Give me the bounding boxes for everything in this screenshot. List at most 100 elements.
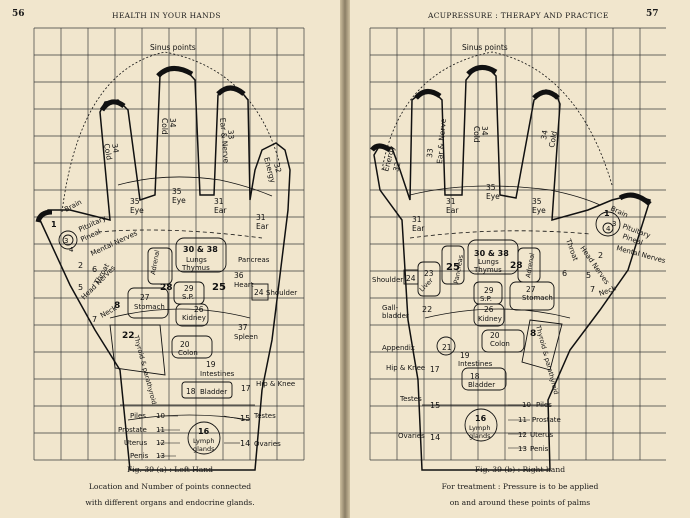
thyroid-label: Thyroid & parathyroid xyxy=(534,323,560,395)
shoulder-label: Shoulder xyxy=(372,276,403,284)
n5-label: 5 xyxy=(78,283,83,292)
n1-label: 1 xyxy=(604,209,610,218)
n4-label: 4 xyxy=(606,225,611,233)
n19-label: 19 xyxy=(206,360,216,369)
n15-label: 15 xyxy=(240,414,250,423)
ear-nerve-label: Ear & Nerve xyxy=(218,117,231,163)
prostate-label: Prostate xyxy=(532,416,561,424)
sinus-label: Sinus points xyxy=(462,43,508,52)
gallbladder-label: bladder xyxy=(382,312,409,320)
n24-label: 24 xyxy=(254,288,264,297)
sinus-label: Sinus points xyxy=(150,43,196,52)
penis-label: Penis xyxy=(530,445,549,453)
n25-label: 25 xyxy=(212,282,226,293)
n26-label: 26 xyxy=(194,305,204,314)
eye-b-label: Eye xyxy=(532,206,546,215)
n3-label: 3 xyxy=(612,220,616,228)
glands-label: glands xyxy=(469,432,491,440)
n17-label: 17 xyxy=(241,384,251,393)
cold-mid-label: Cold xyxy=(160,118,169,135)
n8-label: 8 xyxy=(530,329,536,339)
eye-a-label: Eye xyxy=(486,192,500,201)
n31a-label: 31 xyxy=(214,197,224,206)
uterus-label: Uterus xyxy=(530,431,553,439)
spleen-label: Spleen xyxy=(234,333,258,341)
n35a-label: 35 xyxy=(486,183,496,192)
piles-label: Piles xyxy=(130,412,146,420)
intestines-label: Intestines xyxy=(458,360,493,368)
n22-label: 22 xyxy=(422,305,432,314)
bladder-label: Bladder xyxy=(468,381,495,389)
right-page-number: 57 xyxy=(646,9,659,19)
pancreas-label: Pancreas xyxy=(452,254,465,285)
lungs-num-label: 30 & 38 xyxy=(183,245,218,254)
n15-label: 15 xyxy=(430,401,440,410)
n32-label: 32 xyxy=(391,161,402,173)
n34-b-label: 34 xyxy=(539,129,550,140)
right-page: ACUPRESSURE : THERAPY AND PRACTICE 57 xyxy=(350,0,690,518)
n16-label: 16 xyxy=(198,427,210,436)
n6-label: 6 xyxy=(562,269,567,278)
thyroid-label: Thyroid & parathyroid xyxy=(132,333,158,405)
n3-label: 3 xyxy=(64,237,68,245)
stomach-label: Stomach xyxy=(522,294,553,302)
n31b-label: 31 xyxy=(446,197,456,206)
energy-label: Energy xyxy=(262,156,278,184)
liver-label: Liver xyxy=(418,276,435,293)
right-caption-line1: For treatment : Pressure is to be applie… xyxy=(441,482,599,491)
eye-b-label: Eye xyxy=(172,196,186,205)
cold-a-label: Cold xyxy=(472,126,481,143)
left-caption-line1: Location and Number of points connected xyxy=(88,482,252,491)
n24-label: 24 xyxy=(406,274,416,283)
glands-label: glands xyxy=(193,445,215,453)
n21-label: 21 xyxy=(442,343,452,352)
left-hand-diagram: Sinus points Brain Pituitary Pineal Ment… xyxy=(33,27,305,471)
head-nerves-label: Head Nerves xyxy=(80,264,118,302)
n2-label: 2 xyxy=(598,251,603,260)
hip-knee-label: Hip & Knee xyxy=(256,380,295,388)
n14-label: 14 xyxy=(430,433,440,442)
cold-left-label: Cold xyxy=(102,143,114,161)
n37-label: 37 xyxy=(238,323,248,332)
adrenal-label: Adrenal xyxy=(149,249,161,275)
n28-label: 28 xyxy=(160,283,173,293)
n13-label: 13 xyxy=(518,445,527,453)
penis-label: Penis xyxy=(130,452,149,460)
n10-label: 10 xyxy=(522,401,531,409)
sp-label: S.P. xyxy=(182,293,194,301)
n34-mid-label: 34 xyxy=(168,118,177,128)
pancreas-label: Pancreas xyxy=(238,256,270,264)
thymus-label: Thymus xyxy=(473,266,502,274)
kidney-label: Kidney xyxy=(182,314,206,322)
n7-label: 7 xyxy=(92,315,97,324)
lungs-label: Lungs xyxy=(186,256,207,264)
book-gutter xyxy=(340,0,350,518)
n28-label: 28 xyxy=(510,261,523,271)
ear-nerve-label: Ear & Nerve xyxy=(435,118,448,164)
adrenal-label: Adrenal xyxy=(524,252,536,278)
lungs-label: Lungs xyxy=(478,258,499,266)
n31a-label: 31 xyxy=(412,215,422,224)
n12-label: 12 xyxy=(518,431,527,439)
ear-a-label: Ear xyxy=(412,224,425,233)
n23-label: 23 xyxy=(424,269,434,278)
testes-label: Testes xyxy=(253,412,276,420)
intestines-label: Intestines xyxy=(200,370,235,378)
prostate-label: Prostate xyxy=(118,426,147,434)
n35b-label: 35 xyxy=(532,197,542,206)
n20-label: 20 xyxy=(490,331,500,340)
n29-label: 29 xyxy=(184,284,194,293)
right-caption-line2: on and around these points of palms xyxy=(449,498,591,507)
uterus-label: Uterus xyxy=(124,439,147,447)
n11-label: 11 xyxy=(156,426,165,434)
sp-label: S.P. xyxy=(480,295,492,303)
n20-label: 20 xyxy=(180,340,190,349)
left-caption-figure: Fig. 39 (a) : Left Hand xyxy=(126,465,213,474)
piles-label: Piles xyxy=(536,401,552,409)
left-page: 56 HEALTH IN YOUR HANDS xyxy=(0,0,340,518)
appendix-label: Appendix xyxy=(382,344,415,352)
n1-label: 1 xyxy=(51,220,57,229)
lymph-label: Lymph xyxy=(193,437,214,445)
thymus-label: Thymus xyxy=(181,264,210,272)
